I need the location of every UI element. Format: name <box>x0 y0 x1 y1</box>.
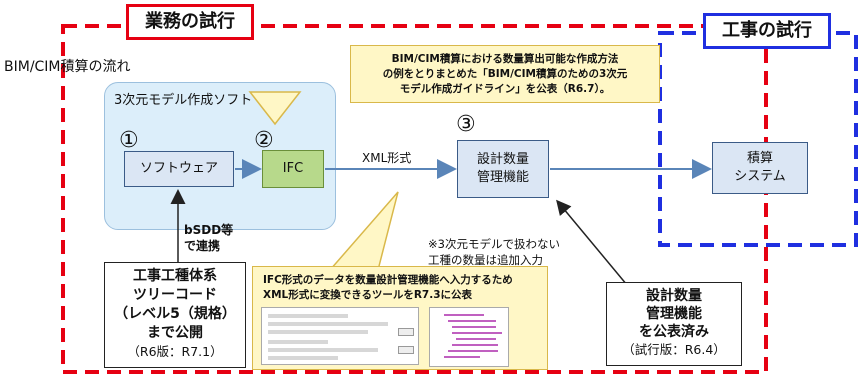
design-quantity-node: 設計数量 管理機能 <box>457 140 549 198</box>
published-line1: 設計数量 <box>646 288 702 304</box>
tree-code-line4: まで公開 <box>147 325 203 341</box>
bsdd-label: bSDD等 で連携 <box>184 222 233 254</box>
estimate-system-node: 積算 システム <box>712 142 808 194</box>
estimate-system-node-line2: システム <box>734 169 786 184</box>
xml-tool-callout: IFC形式のデータを数量設計管理機能へ入力するため XML形式に変換できるツール… <box>252 266 548 370</box>
published-line2: 管理機能 <box>646 306 702 322</box>
guideline-callout: BIM/CIM積算における数量算出可能な作成方法 の例をとりまとめた「BIM/C… <box>350 45 660 103</box>
tree-code-line5: （R6版：R7.1） <box>127 344 223 359</box>
xml-tool-callout-line2: XML形式に変換できるツールをR7.3に公表 <box>263 289 472 301</box>
published-line3: を公表済み <box>639 324 709 340</box>
design-quantity-node-line2: 管理機能 <box>476 170 529 185</box>
xml-format-label: XML形式 <box>362 151 412 165</box>
additional-input-note-line2: 工種の数量は追加入力 <box>428 253 543 267</box>
guideline-callout-line1: BIM/CIM積算における数量算出可能な作成方法 <box>391 53 619 65</box>
estimate-system-node-line1: 積算 <box>746 151 773 166</box>
published-line4: （試行版：R6.4） <box>622 342 726 357</box>
construction-trial-tag: 工事の試行 <box>703 13 831 49</box>
bsdd-label-line1: bSDD等 <box>184 223 234 237</box>
guideline-callout-line3: モデル作成ガイドライン」を公表（R6.7）。 <box>399 83 611 95</box>
tree-code-line2: ツリーコード <box>133 287 217 303</box>
additional-input-note-line1: ※3次元モデルで扱わない <box>428 237 560 251</box>
xml-tool-callout-line1: IFC形式のデータを数量設計管理機能へ入力するため <box>263 274 513 286</box>
tree-code-box: 工事工種体系 ツリーコード （レベル5（規格） まで公開 （R6版：R7.1） <box>104 262 246 368</box>
tree-code-line3: （レベル5（規格） <box>114 306 236 322</box>
software-node: ソフトウェア <box>124 151 234 187</box>
tree-code-line1: 工事工種体系 <box>133 268 217 284</box>
additional-input-note: ※3次元モデルで扱わない 工種の数量は追加入力 <box>428 236 560 268</box>
step-number-3: ③ <box>456 112 476 137</box>
business-trial-tag: 業務の試行 <box>126 4 254 40</box>
tool-screenshot-xml <box>429 307 509 367</box>
ifc-node: IFC <box>262 150 324 188</box>
bsdd-label-line2: で連携 <box>184 239 221 253</box>
step-number-1: ① <box>119 128 139 153</box>
published-box: 設計数量 管理機能 を公表済み （試行版：R6.4） <box>606 282 742 366</box>
business-trial-frame <box>61 24 768 374</box>
design-quantity-node-line1: 設計数量 <box>476 152 529 167</box>
guideline-callout-line2: の例をとりまとめた「BIM/CIM積算のための3次元 <box>382 68 628 80</box>
step-number-2: ② <box>254 128 274 153</box>
flow-title: BIM/CIM積算の流れ <box>4 59 131 75</box>
software-group-label: 3次元モデル作成ソフト <box>114 93 253 108</box>
tool-screenshot-dialog <box>261 307 419 365</box>
